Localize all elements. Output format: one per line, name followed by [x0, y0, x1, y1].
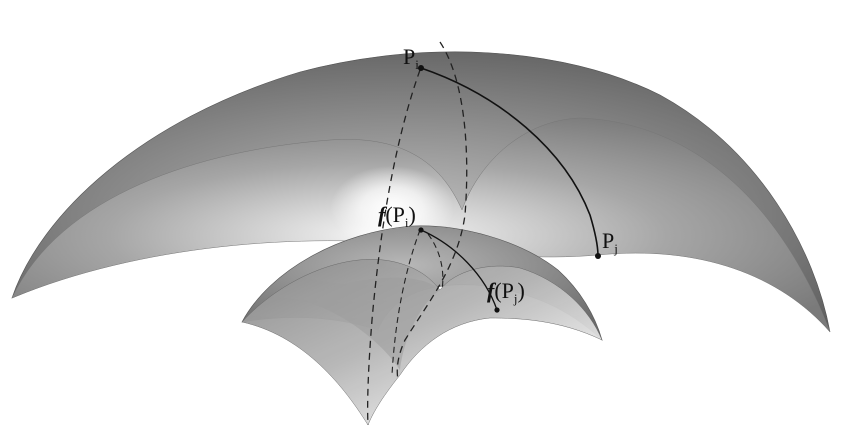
- geodesic-pi-pj: [420, 67, 599, 257]
- label-fpj: f(Pj): [487, 278, 525, 306]
- point-pj: [595, 253, 601, 259]
- dashed-geodesic-small-right: [427, 233, 444, 291]
- label-fpi: f(Pi): [378, 202, 416, 230]
- small-surface-inner-cusp: [300, 277, 440, 370]
- dashed-geodesic-small-left: [391, 229, 421, 376]
- point-fpi: [418, 227, 424, 233]
- label-pj: Pj: [602, 228, 618, 256]
- label-pi: Pi: [403, 44, 419, 72]
- point-fpj: [494, 307, 500, 313]
- point-pi: [418, 65, 424, 71]
- dashed-geodesic-left: [366, 69, 421, 426]
- geodesic-fpi-fpj: [420, 229, 498, 311]
- dashed-geodesic-right: [396, 41, 468, 381]
